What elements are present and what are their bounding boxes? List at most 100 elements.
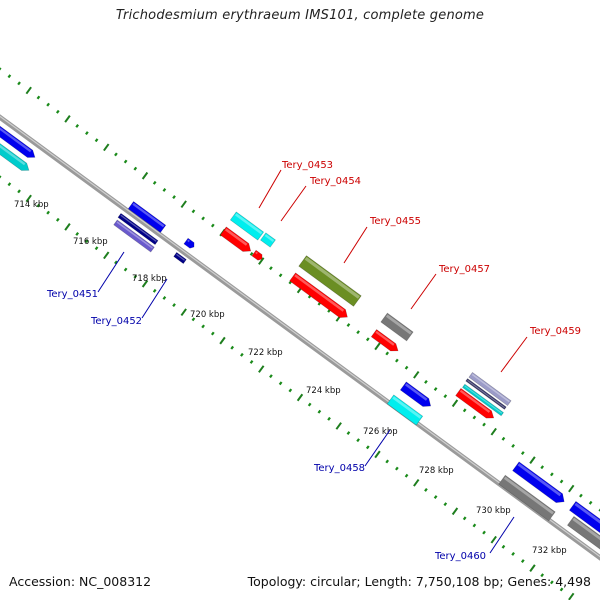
forward-gene-block[interactable] bbox=[219, 226, 253, 255]
reverse-gene-block[interactable] bbox=[127, 201, 167, 233]
outer-tick bbox=[511, 443, 515, 448]
forward-gene-block-highlight bbox=[224, 228, 248, 246]
reverse-gene-block-shape[interactable] bbox=[386, 394, 424, 426]
gene-label[interactable]: Tery_0453 bbox=[281, 160, 333, 171]
inner-tick bbox=[413, 478, 420, 487]
forward-gene-block[interactable] bbox=[229, 211, 265, 241]
forward-gene-block[interactable] bbox=[455, 387, 497, 421]
outer-tick bbox=[94, 138, 99, 143]
forward-gene-block-highlight bbox=[459, 389, 491, 413]
forward-gene-block-shape[interactable] bbox=[468, 371, 512, 407]
reverse-gene-block-shape[interactable] bbox=[568, 500, 600, 538]
inner-tick bbox=[278, 381, 283, 386]
outer-tick bbox=[46, 102, 50, 107]
reverse-gene-block-highlight bbox=[187, 239, 190, 243]
forward-gene-block-shape[interactable] bbox=[380, 312, 414, 342]
reverse-gene-block-shape[interactable] bbox=[512, 461, 568, 506]
reverse-gene-block[interactable] bbox=[512, 461, 568, 506]
inner-tick bbox=[7, 182, 12, 187]
forward-gene-block-highlight bbox=[294, 274, 345, 312]
outer-tick bbox=[180, 200, 187, 209]
outer-tick bbox=[172, 195, 176, 200]
forward-gene-block-shape[interactable] bbox=[370, 329, 401, 354]
gene-label[interactable]: Tery_0454 bbox=[309, 176, 361, 187]
gene-label[interactable]: Tery_0451 bbox=[46, 289, 98, 300]
inner-tick bbox=[103, 251, 110, 260]
inner-tick bbox=[219, 336, 226, 345]
outer-tick bbox=[36, 95, 41, 100]
reverse-gene-block[interactable] bbox=[173, 252, 187, 264]
forward-gene-block-shape[interactable] bbox=[219, 226, 253, 255]
reverse-gene-block-shape[interactable] bbox=[0, 135, 32, 174]
reverse-gene-block-shape[interactable] bbox=[117, 212, 159, 246]
reverse-gene-block-shape[interactable] bbox=[0, 122, 38, 161]
forward-gene-block[interactable] bbox=[462, 383, 504, 417]
forward-gene-block[interactable] bbox=[251, 249, 264, 262]
forward-gene-block-shape[interactable] bbox=[455, 387, 497, 421]
reverse-gene-block[interactable] bbox=[183, 237, 196, 250]
inner-tick bbox=[123, 267, 128, 272]
forward-gene-block[interactable] bbox=[289, 272, 351, 321]
forward-gene-block[interactable] bbox=[370, 329, 401, 354]
accession-text: Accession: NC_008312 bbox=[9, 574, 152, 589]
reverse-gene-block-shape[interactable] bbox=[183, 237, 196, 250]
forward-gene-block-highlight bbox=[464, 385, 503, 414]
inner-tick bbox=[540, 573, 545, 578]
forward-gene-block-shape[interactable] bbox=[289, 272, 351, 321]
inner-tick bbox=[365, 445, 370, 450]
outer-tick bbox=[25, 86, 32, 95]
forward-gene-block-highlight bbox=[255, 251, 258, 255]
gene-label[interactable]: Tery_0452 bbox=[90, 316, 142, 327]
forward-gene-block-shape[interactable] bbox=[260, 232, 276, 248]
forward-gene-block[interactable] bbox=[468, 371, 512, 407]
inner-tick bbox=[511, 551, 515, 556]
forward-gene-block-shape[interactable] bbox=[298, 255, 362, 307]
forward-gene-block[interactable] bbox=[260, 232, 276, 248]
forward-gene-block-shape[interactable] bbox=[229, 211, 265, 241]
reverse-gene-block-shape[interactable] bbox=[127, 201, 167, 233]
forward-gene-block-shape[interactable] bbox=[465, 378, 507, 410]
gene-label[interactable]: Tery_0457 bbox=[438, 264, 490, 275]
inner-tick bbox=[191, 317, 196, 322]
outer-tick bbox=[162, 188, 167, 192]
reverse-gene-block[interactable] bbox=[117, 212, 159, 246]
forward-gene-block-shape[interactable] bbox=[462, 383, 504, 417]
forward-gene-block[interactable] bbox=[298, 255, 362, 307]
forward-gene-leaders bbox=[258, 169, 528, 373]
inner-tick bbox=[451, 507, 459, 516]
inner-tick bbox=[172, 303, 176, 308]
reverse-gene-block-shape[interactable] bbox=[113, 219, 155, 253]
forward-gene-block-shape[interactable] bbox=[251, 249, 264, 262]
inner-tick bbox=[424, 487, 428, 492]
reverse-gene-block-shape[interactable] bbox=[498, 474, 556, 522]
reverse-gene-block[interactable] bbox=[399, 381, 433, 410]
reverse-gene-block-shape[interactable] bbox=[173, 252, 187, 264]
reverse-gene-block[interactable] bbox=[386, 394, 424, 426]
forward-gene-block[interactable] bbox=[465, 378, 507, 410]
reverse-gene-block-highlight bbox=[120, 214, 157, 242]
gene-label[interactable]: Tery_0460 bbox=[434, 551, 486, 562]
reverse-gene-block[interactable] bbox=[0, 122, 38, 161]
gene-label[interactable]: Tery_0459 bbox=[529, 326, 581, 337]
forward-gene-block[interactable] bbox=[380, 312, 414, 342]
inner-tick bbox=[356, 438, 360, 443]
gene-label[interactable]: Tery_0458 bbox=[313, 463, 365, 474]
inner-tick bbox=[385, 459, 390, 464]
forward-gene-block-highlight bbox=[304, 257, 360, 299]
feature-track bbox=[0, 122, 600, 555]
reverse-gene-block[interactable] bbox=[0, 135, 32, 174]
outer-tick bbox=[482, 422, 486, 427]
inner-tick bbox=[46, 210, 50, 215]
tick-label-728: 728 kbp bbox=[419, 466, 454, 476]
reverse-gene-block[interactable] bbox=[498, 474, 556, 522]
reverse-gene-block-shape[interactable] bbox=[399, 381, 433, 410]
inner-tick bbox=[520, 559, 525, 563]
inner-tick bbox=[114, 260, 118, 265]
outer-tick bbox=[85, 131, 89, 136]
reverse-gene-block-highlight bbox=[0, 137, 26, 166]
tick-label-726: 726 kbp bbox=[363, 427, 398, 437]
outer-tick bbox=[451, 399, 459, 408]
gene-label[interactable]: Tery_0455 bbox=[369, 216, 421, 227]
reverse-gene-block[interactable] bbox=[113, 219, 155, 253]
